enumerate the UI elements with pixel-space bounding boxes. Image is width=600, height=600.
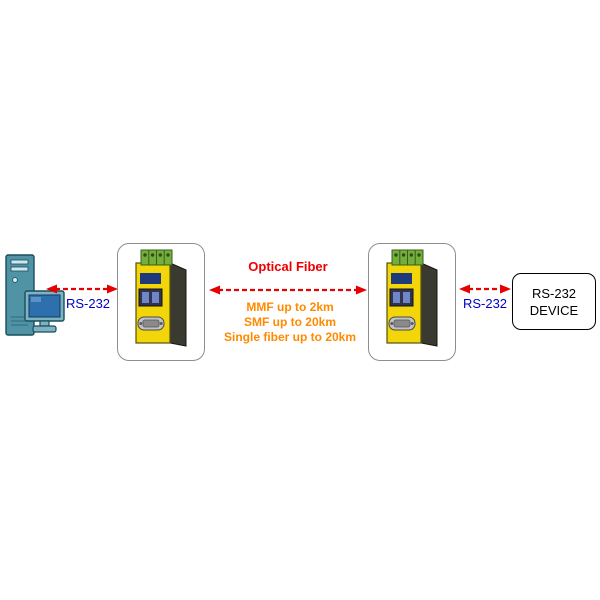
pc-monitor: [24, 290, 65, 333]
arrowhead-right-icon: [356, 285, 367, 295]
rs232-device-label-line2: DEVICE: [529, 302, 579, 318]
arrowhead-right-icon: [500, 284, 511, 294]
fiber-spec-line: SMF up to 20km: [243, 315, 336, 329]
fiber-media-converter-icon: [386, 249, 438, 347]
optical-fiber-arrow-icon: [209, 285, 367, 295]
terminal-block-icon: [391, 249, 424, 266]
left-rs232-arrow-icon: [46, 284, 118, 294]
rs232-device-label-line1: RS-232: [531, 285, 577, 301]
db9-connector-icon: [388, 316, 416, 331]
rs232-device-box: RS-232 DEVICE: [512, 273, 596, 330]
label-panel: [140, 273, 161, 284]
label-panel: [391, 273, 412, 284]
optical-fiber-title: Optical Fiber: [248, 259, 328, 274]
right-rs232-arrow-icon: [459, 284, 511, 294]
fiber-spec-line: MMF up to 2km: [246, 300, 334, 314]
left-rs232-label: RS-232: [65, 296, 111, 311]
arrowhead-right-icon: [107, 284, 118, 294]
fiber-specs: MMF up to 2km SMF up to 20km Single fibe…: [200, 300, 380, 345]
fiber-media-converter-icon: [135, 249, 187, 347]
arrowhead-left-icon: [209, 285, 220, 295]
db9-connector-icon: [137, 316, 165, 331]
sc-fiber-ports-icon: [138, 288, 163, 307]
arrowhead-left-icon: [46, 284, 57, 294]
arrowhead-left-icon: [459, 284, 470, 294]
terminal-block-icon: [140, 249, 173, 266]
right-rs232-label: RS-232: [462, 296, 508, 311]
fiber-spec-line: Single fiber up to 20km: [223, 330, 357, 344]
media-converter-2: [368, 243, 456, 361]
desktop-computer-icon: [5, 254, 65, 336]
sc-fiber-ports-icon: [389, 288, 414, 307]
media-converter-1: [117, 243, 205, 361]
